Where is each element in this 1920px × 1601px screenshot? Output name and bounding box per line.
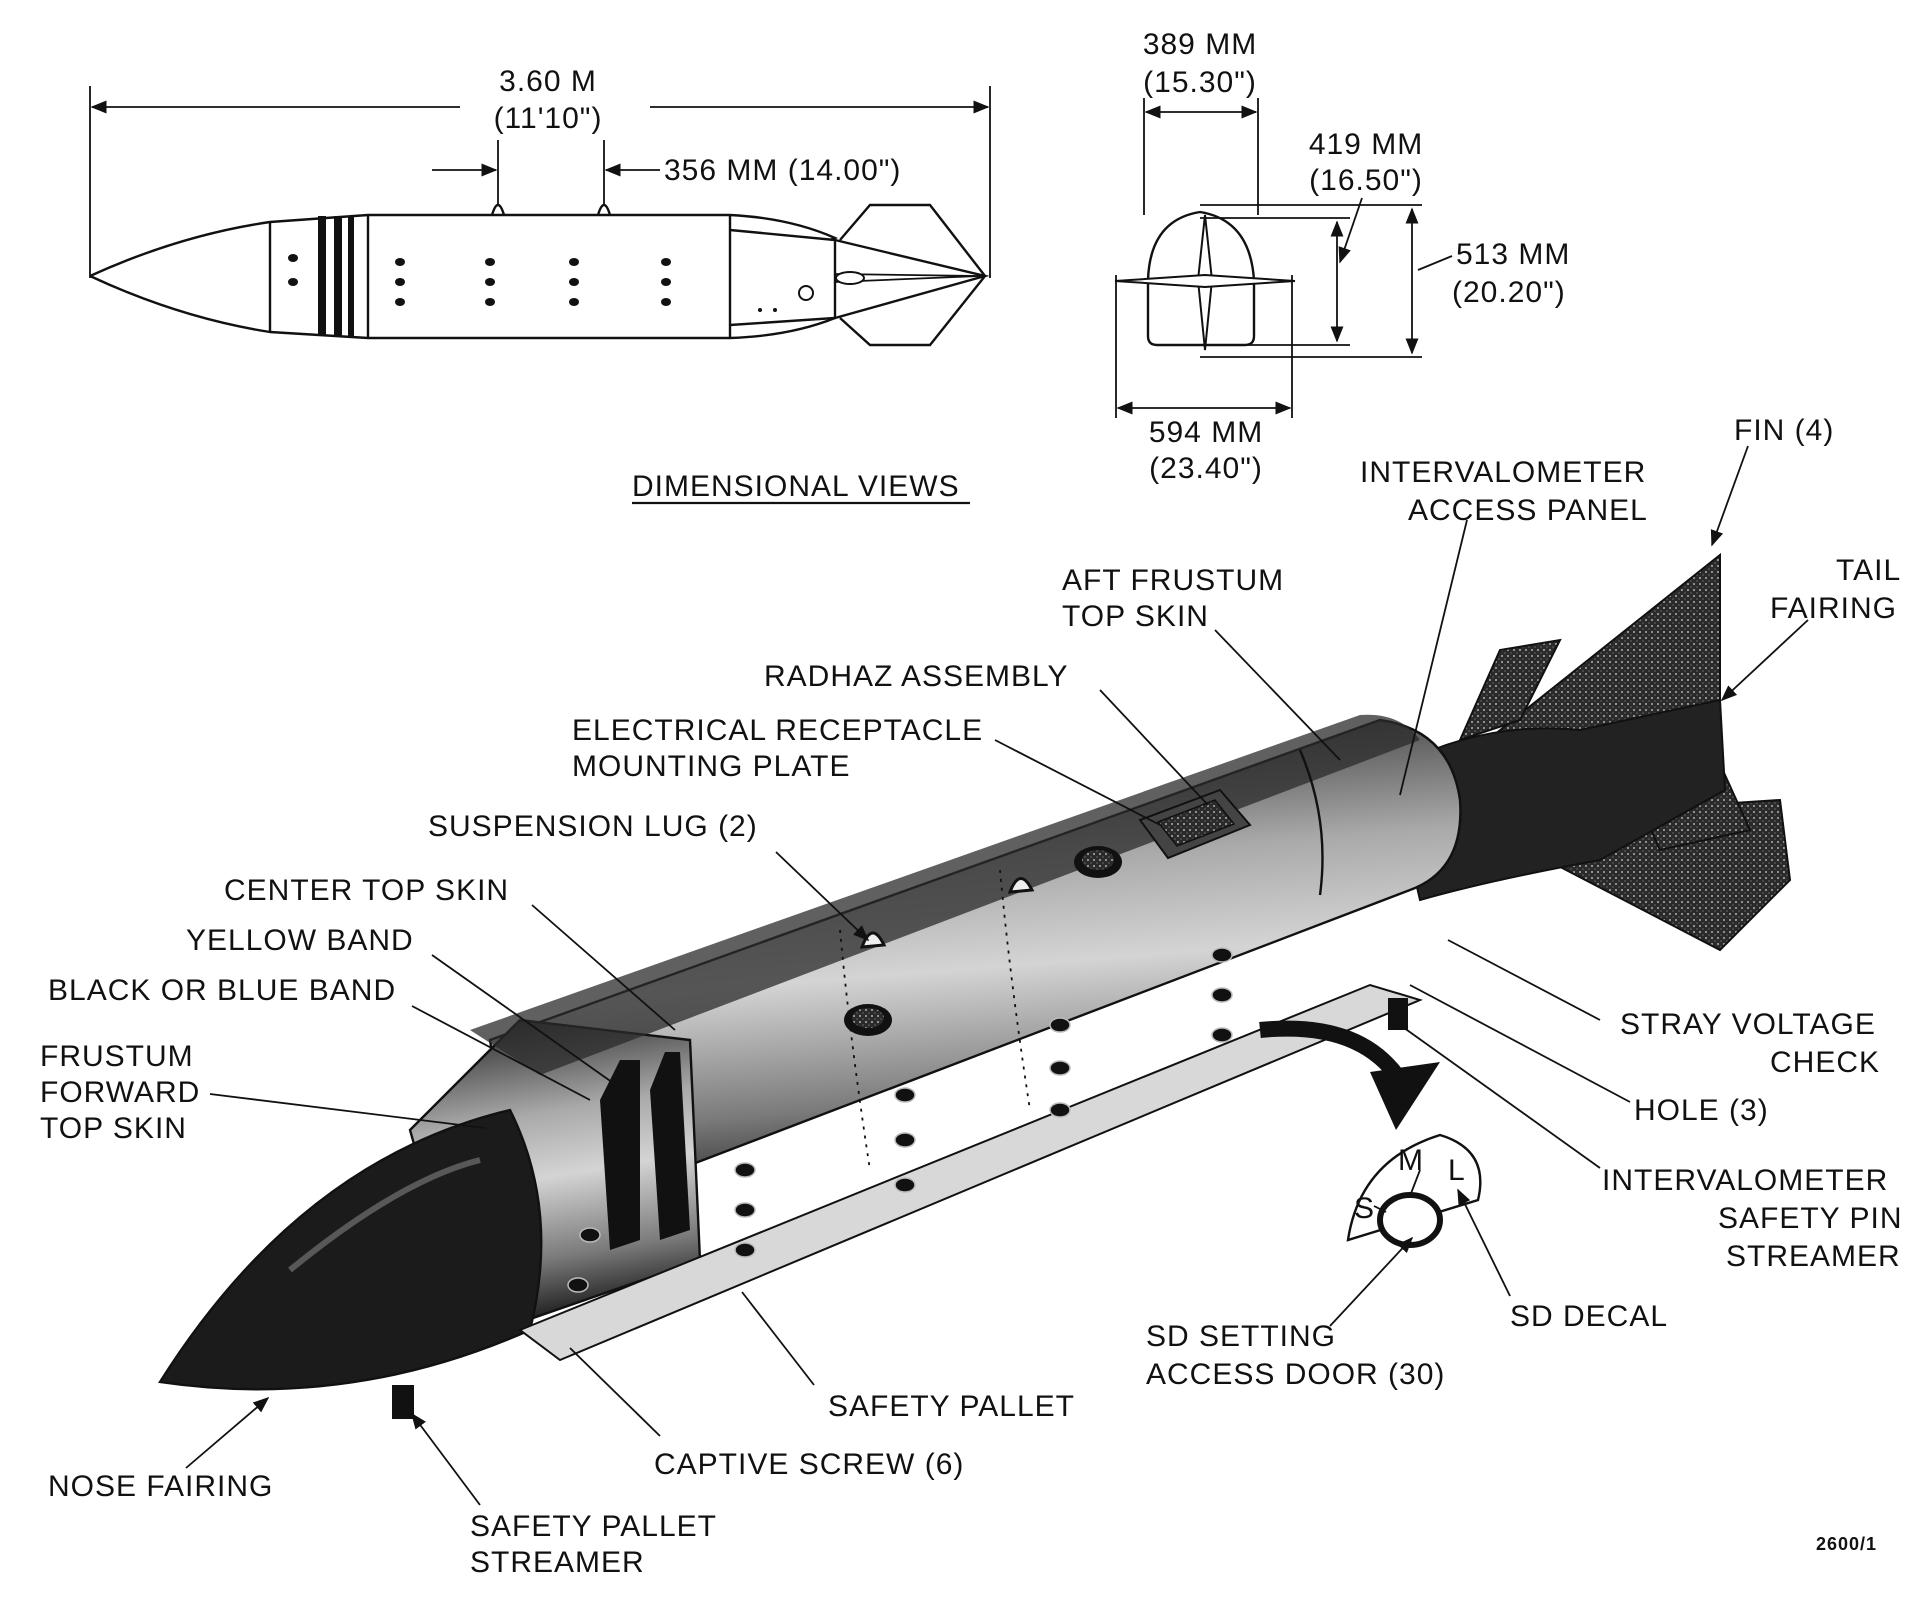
- height-outer-metric-label: 513 MM: [1456, 238, 1570, 271]
- length-imperial-label: (11'10"): [494, 102, 603, 135]
- label-tail-line1: TAIL: [1836, 554, 1901, 587]
- label-frustum-line3: TOP SKIN: [40, 1112, 187, 1145]
- width-top-imperial-label: (15.30"): [1143, 66, 1257, 99]
- callout-leaders: [185, 445, 1809, 1506]
- munition-illustration: M S L: [158, 552, 1792, 1419]
- label-frustum-line2: FORWARD: [40, 1076, 200, 1109]
- figure-number: 2600/1: [1816, 1534, 1877, 1554]
- lug-spacing-label: 356 MM (14.00"): [664, 154, 901, 187]
- width-top-metric-label: 389 MM: [1143, 28, 1257, 61]
- end-dimensional-view: 389 MM (15.30") 419 MM (16.50") 513 MM (…: [1114, 28, 1570, 485]
- label-suspension-lug: SUSPENSION LUG (2): [428, 810, 758, 843]
- dial-letter-m: M: [1398, 1144, 1424, 1177]
- label-pallet-streamer-line2: STREAMER: [470, 1546, 645, 1579]
- label-intervalometer-panel-line2: ACCESS PANEL: [1408, 494, 1648, 527]
- label-yellow-band: YELLOW BAND: [186, 924, 414, 957]
- views-title: DIMENSIONAL VIEWS: [632, 470, 960, 503]
- label-pallet-streamer-line1: SAFETY PALLET: [470, 1510, 717, 1543]
- label-nose-fairing: NOSE FAIRING: [48, 1470, 273, 1503]
- label-tail-line2: FAIRING: [1770, 592, 1897, 625]
- label-black-blue-band: BLACK OR BLUE BAND: [48, 974, 396, 1007]
- label-safety-pin-line2: SAFETY PIN: [1718, 1202, 1903, 1235]
- label-safety-pin-line1: INTERVALOMETER: [1602, 1164, 1888, 1197]
- side-dimensional-view: 3.60 M (11'10") 356 MM (14.00"): [89, 60, 991, 347]
- height-inner-imperial-label: (16.50"): [1309, 164, 1423, 197]
- label-center-top-skin: CENTER TOP SKIN: [224, 874, 509, 907]
- label-stray-voltage-line2: CHECK: [1770, 1046, 1880, 1079]
- label-sd-door-line2: ACCESS DOOR (30): [1146, 1358, 1445, 1391]
- label-electrical-line1: ELECTRICAL RECEPTACLE: [572, 714, 983, 747]
- label-hole: HOLE (3): [1634, 1094, 1769, 1127]
- label-intervalometer-panel-line1: INTERVALOMETER: [1360, 456, 1646, 489]
- dial-letter-l: L: [1448, 1154, 1466, 1187]
- height-outer-imperial-label: (20.20"): [1452, 276, 1566, 309]
- label-sd-decal: SD DECAL: [1510, 1300, 1668, 1333]
- callout-labels: FIN (4) INTERVALOMETER ACCESS PANEL TAIL…: [40, 414, 1903, 1579]
- label-safety-pin-line3: STREAMER: [1726, 1240, 1901, 1273]
- dial-letter-s: S: [1354, 1192, 1375, 1225]
- label-aft-frustum-line1: AFT FRUSTUM: [1062, 564, 1284, 597]
- label-fin: FIN (4): [1734, 414, 1834, 447]
- length-metric-label: 3.60 M: [499, 65, 597, 98]
- width-bottom-metric-label: 594 MM: [1149, 416, 1263, 449]
- width-bottom-imperial-label: (23.40"): [1149, 452, 1263, 485]
- label-frustum-line1: FRUSTUM: [40, 1040, 194, 1073]
- label-electrical-line2: MOUNTING PLATE: [572, 750, 850, 783]
- label-sd-door-line1: SD SETTING: [1146, 1320, 1336, 1353]
- height-inner-metric-label: 419 MM: [1309, 128, 1423, 161]
- label-captive-screw: CAPTIVE SCREW (6): [654, 1448, 964, 1481]
- label-safety-pallet: SAFETY PALLET: [828, 1390, 1075, 1423]
- label-aft-frustum-line2: TOP SKIN: [1062, 600, 1209, 633]
- label-radhaz: RADHAZ ASSEMBLY: [764, 660, 1069, 693]
- label-stray-voltage-line1: STRAY VOLTAGE: [1620, 1008, 1876, 1041]
